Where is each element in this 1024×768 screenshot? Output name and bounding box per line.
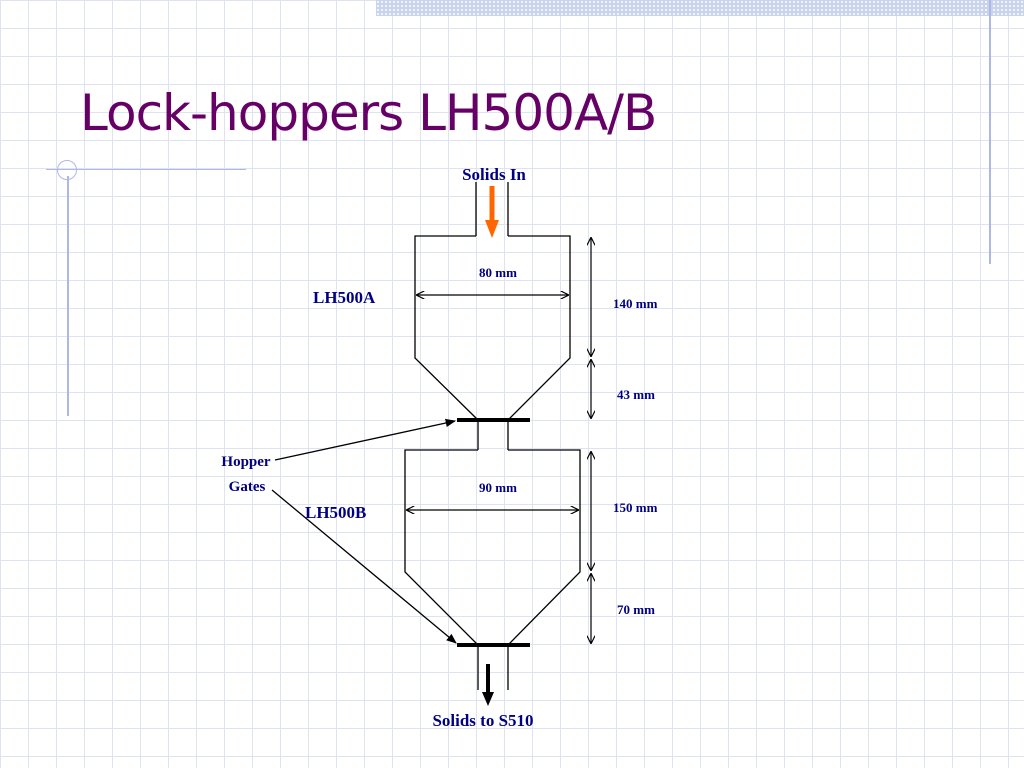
gate-a-pointer-arrow bbox=[274, 418, 457, 461]
slide-title: Lock-hoppers LH500A/B bbox=[80, 84, 657, 142]
hopper-b-vessel bbox=[404, 449, 581, 646]
hopper-b-cylinder-height-label: 150 mm bbox=[613, 500, 658, 515]
hopper-a-cylinder-height-label: 140 mm bbox=[613, 296, 658, 311]
inlet-label: Solids In bbox=[462, 165, 526, 184]
inlet-pipe bbox=[475, 182, 509, 236]
outlet-arrow bbox=[482, 664, 494, 706]
hopper-a-diameter-label: 80 mm bbox=[479, 265, 517, 280]
left-decorative-rule bbox=[67, 176, 69, 416]
hopper-b-diameter-label: 90 mm bbox=[479, 480, 517, 495]
hopper-a-cone-height-label: 43 mm bbox=[617, 387, 655, 402]
top-decorative-band bbox=[376, 0, 1024, 16]
inlet-arrow bbox=[485, 186, 499, 238]
hopper-b-name-label: LH500B bbox=[305, 503, 366, 522]
gate-a-pipe bbox=[477, 420, 509, 450]
title-circle-ornament bbox=[57, 160, 77, 180]
hopper-b-cone-height-label: 70 mm bbox=[617, 602, 655, 617]
hopper-gates-label-line1: Hopper bbox=[221, 454, 271, 470]
hopper-a-name-label: LH500A bbox=[313, 288, 376, 307]
hopper-gates-label-line2: Gates bbox=[229, 479, 266, 495]
gate-b-pointer-arrow bbox=[271, 489, 457, 644]
outlet-pipe bbox=[477, 645, 509, 690]
title-underline-rule bbox=[46, 169, 246, 170]
hopper-a-vessel bbox=[414, 235, 571, 421]
right-decorative-rule bbox=[989, 0, 991, 264]
outlet-label: Solids to S510 bbox=[432, 711, 533, 730]
